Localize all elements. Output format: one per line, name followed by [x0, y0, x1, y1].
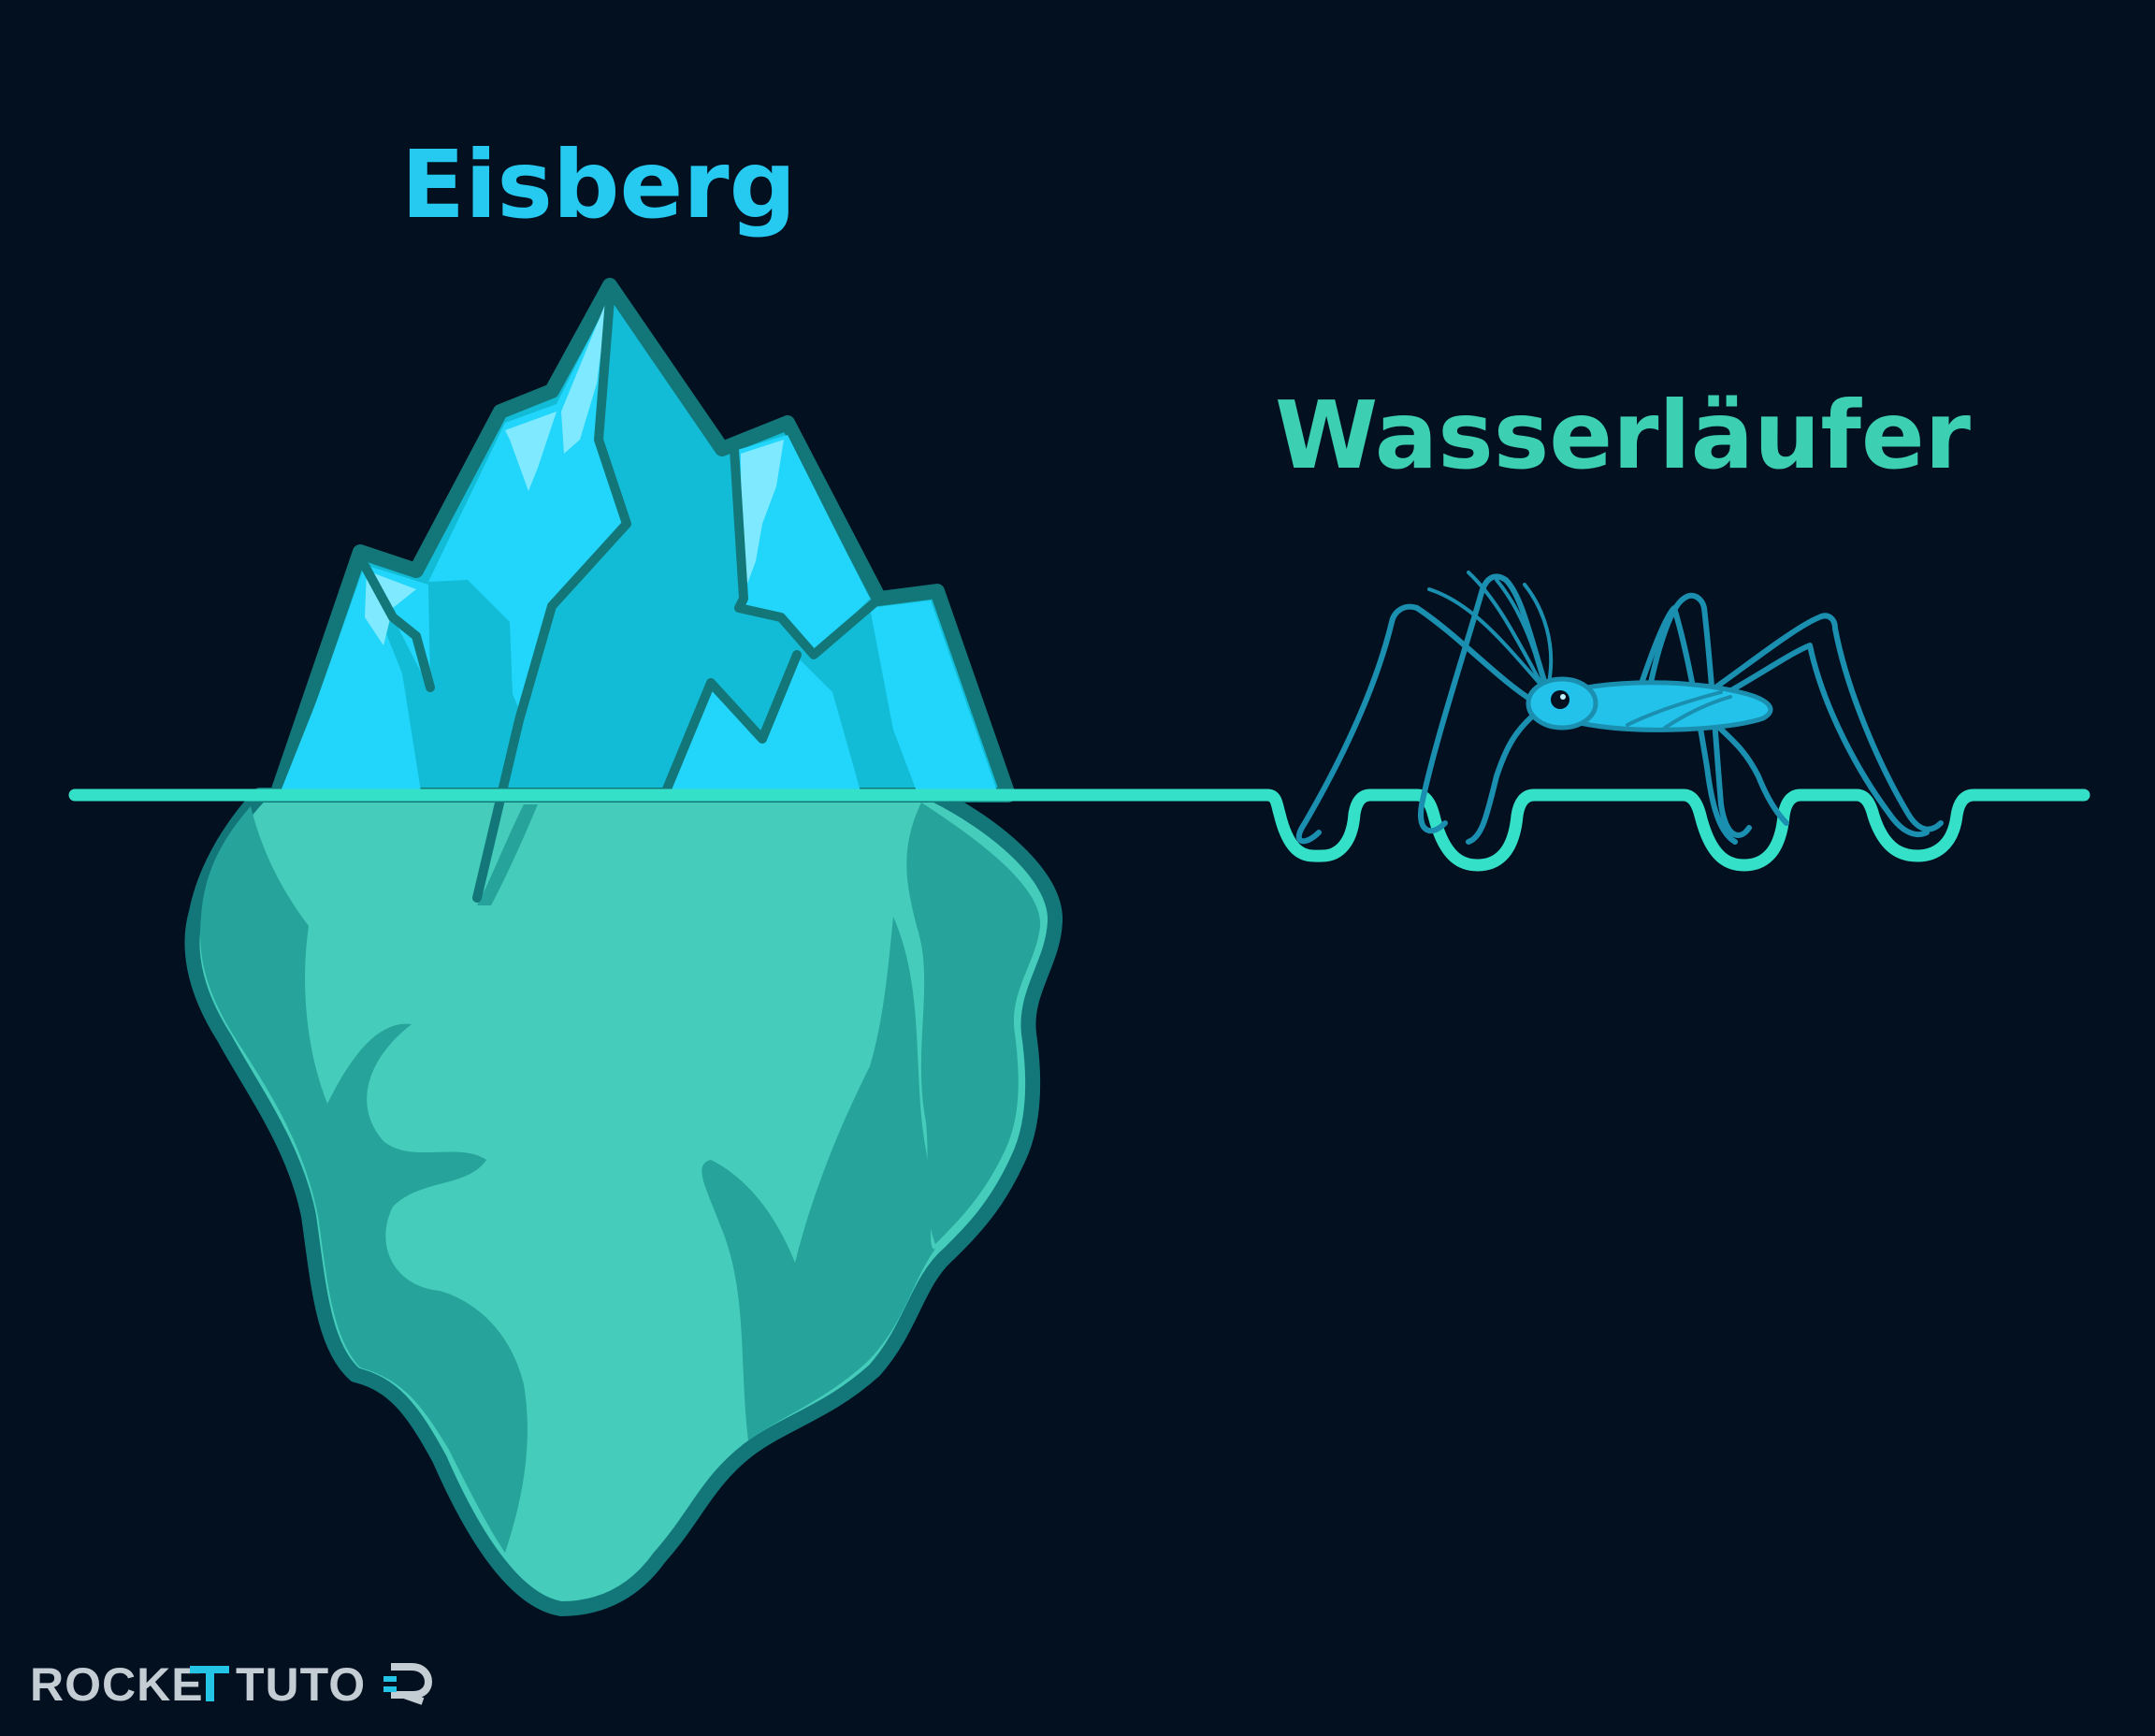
strider-antenna-4: [1523, 583, 1554, 689]
iceberg: [184, 278, 1063, 1616]
logo-r-icon: [391, 1663, 432, 1705]
water-strider: [1295, 571, 1944, 845]
strider-eye-highlight: [1560, 694, 1566, 700]
logo-t-stem: [206, 1666, 214, 1701]
iceberg-highlight-peak: [561, 297, 608, 454]
iceberg-underwater: [184, 788, 1063, 1616]
iceberg-underwater-shadow-left: [200, 806, 528, 1553]
iceberg-above-water: [269, 278, 1016, 803]
iceberg-facet-far-right: [870, 600, 997, 791]
logo-text-right: TUTO: [236, 1658, 366, 1711]
strider-leg-mid-right: [1709, 717, 1789, 826]
strider-leg-back-right: [1699, 613, 1944, 832]
strider-leg-mid-left: [1418, 573, 1555, 834]
iceberg-crease-center: [472, 295, 631, 903]
iceberg-crease-lower: [661, 650, 802, 796]
iceberg-label: Eisberg: [401, 130, 796, 239]
strider-leg-center-right-2: [1629, 605, 1738, 845]
strider-antenna-2: [1467, 571, 1545, 689]
logo-r-accent-2: [383, 1686, 397, 1692]
iceberg-crease-right: [730, 444, 884, 659]
strider-leg-back-right-2: [1690, 643, 1930, 838]
strider-leg-near-left: [1466, 708, 1541, 845]
logo-text-left: ROCKE: [30, 1658, 204, 1711]
iceberg-facet-lower-right: [669, 655, 861, 791]
iceberg-highlight-left: [505, 412, 557, 491]
logo-r-accent: [383, 1676, 397, 1682]
iceberg-crease-left: [360, 561, 435, 692]
strider-body-stripe: [1626, 690, 1723, 727]
iceberg-underwater-shadow-right: [906, 803, 1041, 1244]
rockettutor-logo: ROCKE TUTO: [30, 1658, 432, 1711]
strider-body-stripe-2: [1663, 695, 1732, 730]
strider-antenna-1: [1427, 587, 1545, 689]
iceberg-highlight-right: [741, 440, 784, 599]
water-strider-label: Wasserläufer: [1275, 381, 1972, 490]
iceberg-underwater-shadow-center: [477, 804, 538, 905]
waterline: [68, 788, 2090, 872]
iceberg-underwater-shadow-mid: [701, 917, 935, 1440]
strider-eye: [1551, 690, 1569, 709]
